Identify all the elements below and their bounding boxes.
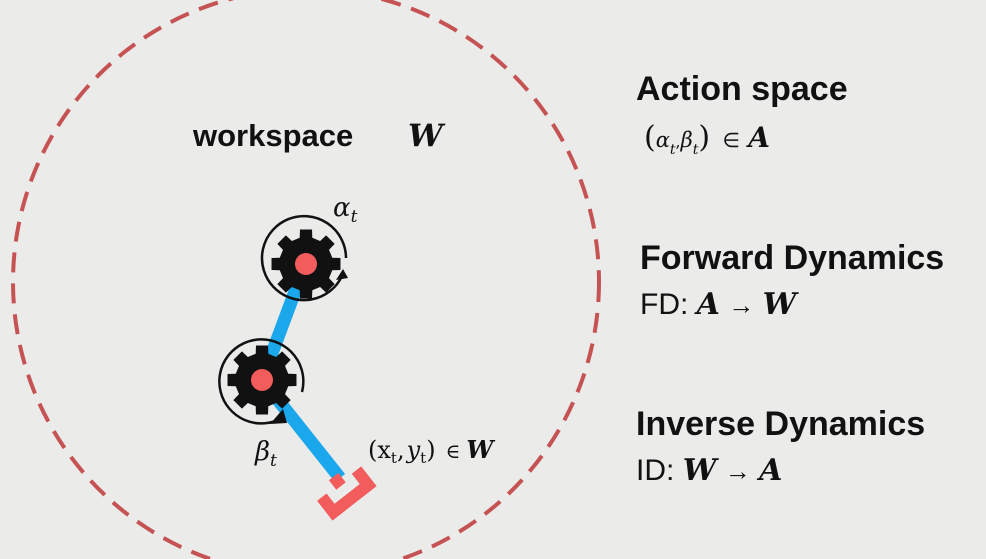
forward-dynamics-heading: Forward Dynamics xyxy=(640,239,945,277)
alpha-arrowhead-icon xyxy=(336,269,348,280)
beta-label: βt xyxy=(254,437,277,471)
alpha-label: αt xyxy=(333,193,358,227)
inverse-dynamics-heading: Inverse Dynamics xyxy=(636,405,926,443)
action-space-formula: (αt,βt) ∈ A xyxy=(644,120,770,158)
beta-rotation-arrow-icon xyxy=(218,338,305,425)
beta-joint-gear-icon xyxy=(227,345,297,415)
inverse-dynamics-formula: ID: W → A xyxy=(636,453,783,488)
alpha-joint-gear-icon xyxy=(271,229,341,299)
end-effector-coordinate: (xt,yt)∈W xyxy=(368,435,495,467)
workspace-symbol: W xyxy=(408,118,446,154)
forward-dynamics-formula: FD: A → W xyxy=(640,287,797,322)
beta-arrowhead-icon xyxy=(270,409,287,424)
action-space-heading: Action space xyxy=(636,70,848,108)
workspace-label: workspace xyxy=(192,118,353,153)
gripper-end-effector xyxy=(317,466,377,521)
workspace-boundary-circle xyxy=(11,0,601,559)
alpha-rotation-arrow-icon xyxy=(260,214,348,302)
